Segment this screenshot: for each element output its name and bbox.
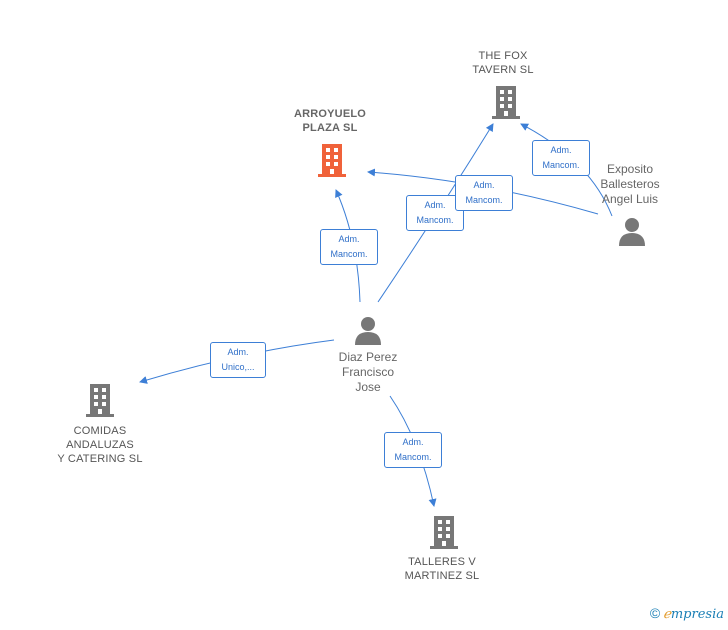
person-icon[interactable] [617, 216, 647, 246]
company-label-talleres[interactable]: TALLERES V MARTINEZ SL [384, 555, 500, 583]
edge-label-exposito-arroyuelo[interactable]: Adm. Mancom. [455, 175, 513, 211]
edge-label-diaz-comidas[interactable]: Adm. Unico,... [210, 342, 266, 378]
company-name-line1: ARROYUELO [293, 108, 367, 120]
brand-watermark: ©ℯmpresia [650, 605, 724, 622]
company-label-comidas[interactable]: COMIDAS ANDALUZAS Y CATERING SL [40, 424, 160, 466]
person-label-diaz[interactable]: Diaz Perez Francisco Jose [316, 350, 420, 395]
person-name-line1: Exposito [606, 162, 654, 176]
role-line2: Mancom. [416, 215, 454, 225]
copyright-symbol: © [649, 605, 661, 621]
person-name-line3: Angel Luis [601, 192, 659, 206]
role-line1: Adm. [227, 347, 249, 357]
edge-label-exposito-fox[interactable]: Adm. Mancom. [532, 140, 590, 176]
person-icon[interactable] [353, 315, 383, 345]
brand-logo-e: ℯ [663, 607, 671, 622]
role-line2: Unico,... [221, 362, 255, 372]
company-name-line2: MARTINEZ SL [404, 570, 480, 582]
person-label-exposito[interactable]: Exposito Ballesteros Angel Luis [580, 162, 680, 207]
role-line2: Mancom. [330, 249, 368, 259]
building-icon[interactable] [316, 142, 348, 178]
edge-label-diaz-talleres[interactable]: Adm. Mancom. [384, 432, 442, 468]
person-name-line1: Diaz Perez [338, 350, 398, 364]
role-line2: Mancom. [542, 160, 580, 170]
company-name-line2: ANDALUZAS [66, 439, 134, 451]
edge-label-diaz-fox[interactable]: Adm. Mancom. [406, 195, 464, 231]
edge-label-diaz-arroyuelo[interactable]: Adm. Mancom. [320, 229, 378, 265]
role-line1: Adm. [424, 200, 446, 210]
company-name-line2: TAVERN SL [472, 64, 534, 76]
role-line2: Mancom. [465, 195, 503, 205]
building-icon[interactable] [490, 84, 522, 120]
company-name-line2: PLAZA SL [302, 122, 358, 134]
role-line1: Adm. [402, 437, 424, 447]
role-line1: Adm. [550, 145, 572, 155]
company-name-line3: Y CATERING SL [57, 453, 143, 465]
company-name-line1: TALLERES V [408, 556, 476, 568]
company-label-fox[interactable]: THE FOX TAVERN SL [448, 49, 558, 77]
company-name-line1: COMIDAS [73, 425, 127, 437]
role-line2: Mancom. [394, 452, 432, 462]
company-label-arroyuelo[interactable]: ARROYUELO PLAZA SL [270, 107, 390, 135]
person-name-line2: Ballesteros [600, 177, 660, 191]
brand-logo-text: mpresia [670, 607, 724, 622]
company-name-line1: THE FOX [478, 50, 528, 62]
person-name-line2: Francisco [341, 365, 394, 379]
building-icon[interactable] [428, 514, 460, 550]
role-line1: Adm. [473, 180, 495, 190]
person-name-line3: Jose [355, 380, 381, 394]
role-line1: Adm. [338, 234, 360, 244]
building-icon[interactable] [84, 382, 116, 418]
